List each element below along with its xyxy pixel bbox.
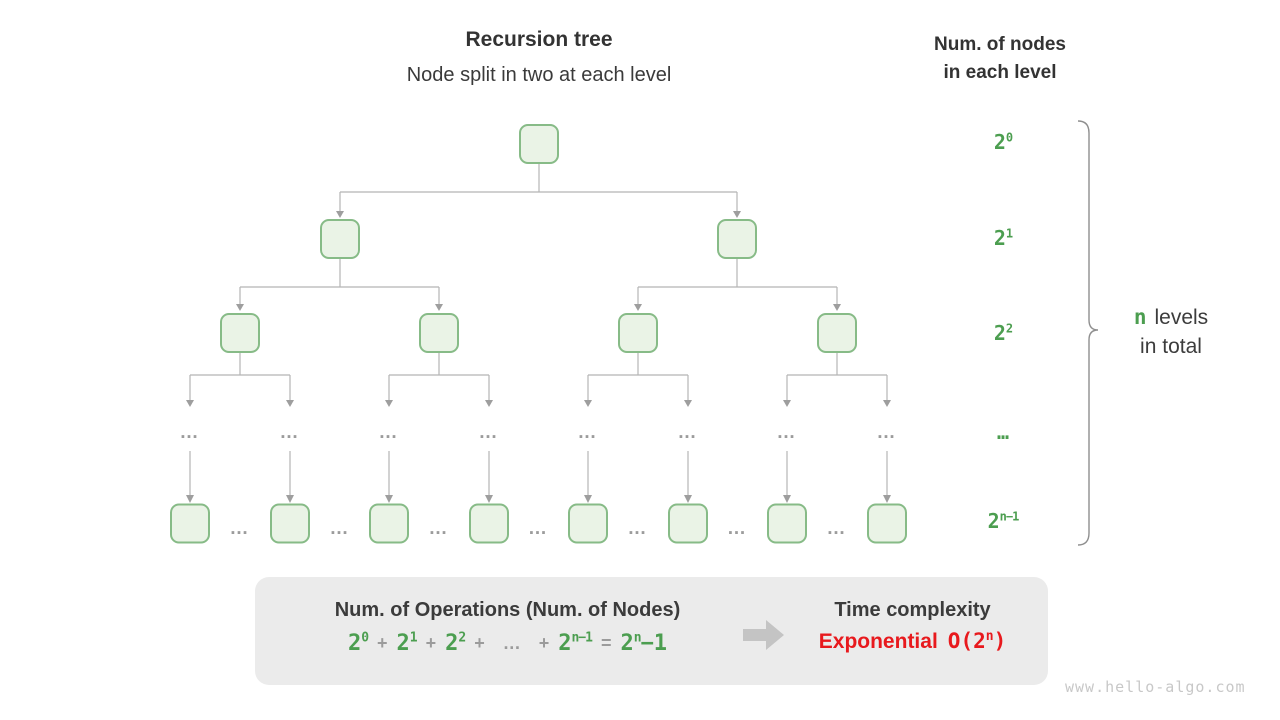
formula-term: 22 [445,631,466,657]
ellipsis-text: … [777,422,798,443]
formula-operator: + [425,633,437,654]
arrowhead-icon [684,495,692,503]
arrowhead-icon [584,495,592,503]
level-count-label: 2n−1 [987,509,1020,533]
ellipsis-text: … [379,422,400,443]
formula-term: 2n−1 [620,631,668,657]
page-title: Recursion tree [465,28,613,51]
right-arrow-shape [743,620,784,650]
formula-operator: … [502,633,521,654]
arrowhead-icon [733,211,741,218]
arrowhead-icon [833,304,841,311]
page-subtitle: Node split in two at each level [406,64,672,86]
ellipsis-text: … [280,422,301,443]
arrowhead-icon [286,400,294,407]
tree-node [618,313,658,353]
ellipsis-text: … [528,518,549,539]
watermark: www.hello-algo.com [1065,678,1246,696]
levels-text: levels [1154,306,1209,329]
arrowhead-icon [584,400,592,407]
tree-node [867,503,907,544]
tree-node [817,313,857,353]
formula-term: 20 [347,631,369,657]
operations-formula: 20 +21 +22 + … +2n−1 = 2n−1 [255,631,760,656]
complexity-name: Exponential [818,630,938,653]
time-complexity-title: Time complexity [834,599,991,621]
arrowhead-icon [385,400,393,407]
ellipsis-text: … [827,518,848,539]
level-count-label: … [996,420,1010,444]
tree-node [320,219,360,259]
tree-node [369,503,409,544]
ellipsis-text: … [180,422,201,443]
formula-term: 21 [396,631,418,657]
right-arrow-icon [743,620,784,650]
formula-term: 2n−1 [558,631,593,657]
formula-operator: + [474,633,485,654]
formula-operator: + [538,633,550,654]
big-o-notation: O(2n) [947,629,1007,653]
tree-node [568,503,608,544]
level-count-label: 22 [993,321,1013,345]
level-count-header: Num. of nodes in each level [934,31,1066,87]
tree-node [220,313,260,353]
arrowhead-icon [236,304,244,311]
ellipsis-text: … [578,422,599,443]
ellipsis-text: … [727,518,748,539]
tree-node [668,503,708,544]
tree-node [469,503,509,544]
arrowhead-icon [286,495,294,503]
arrowhead-icon [684,400,692,407]
ellipsis-text: … [429,518,450,539]
arrowhead-icon [186,495,194,503]
arrowhead-icon [783,495,791,503]
arrowhead-icon [783,400,791,407]
arrowhead-icon [336,211,344,218]
summary-box: Num. of Operations (Num. of Nodes) 20 +21… [255,577,1048,685]
level-count-header-line1: Num. of nodes [934,34,1066,55]
arrowhead-icon [883,400,891,407]
arrowhead-icon [385,495,393,503]
arrowhead-icon [485,495,493,503]
total-levels-line2: in total [1140,335,1202,358]
time-complexity-block: Time complexity Exponential O(2n) [790,577,1035,654]
n-variable: n [1133,305,1147,329]
time-complexity-value: Exponential O(2n) [790,629,1035,654]
formula-operator: + [377,633,388,654]
level-count-label: 21 [993,226,1013,250]
tree-node [419,313,459,353]
tree-node [767,503,807,544]
ellipsis-text: … [330,518,351,539]
operations-block: Num. of Operations (Num. of Nodes) 20 +21… [255,577,760,656]
arrowhead-icon [435,304,443,311]
formula-operator: = [600,633,612,654]
arrowhead-icon [634,304,642,311]
brace-path [1077,120,1099,546]
ellipsis-text: … [877,422,898,443]
level-count-label: 20 [993,130,1013,154]
ellipsis-text: … [678,422,699,443]
ellipsis-text: … [479,422,500,443]
arrowhead-icon [186,400,194,407]
arrowhead-icon [485,400,493,407]
tree-node [170,503,210,544]
level-count-header-line2: in each level [943,62,1057,83]
tree-node [519,124,559,164]
arrowhead-icon [883,495,891,503]
tree-node [717,219,757,259]
operations-title: Num. of Operations (Num. of Nodes) [334,599,681,621]
ellipsis-text: … [628,518,649,539]
tree-node [270,503,310,544]
ellipsis-text: … [230,518,251,539]
